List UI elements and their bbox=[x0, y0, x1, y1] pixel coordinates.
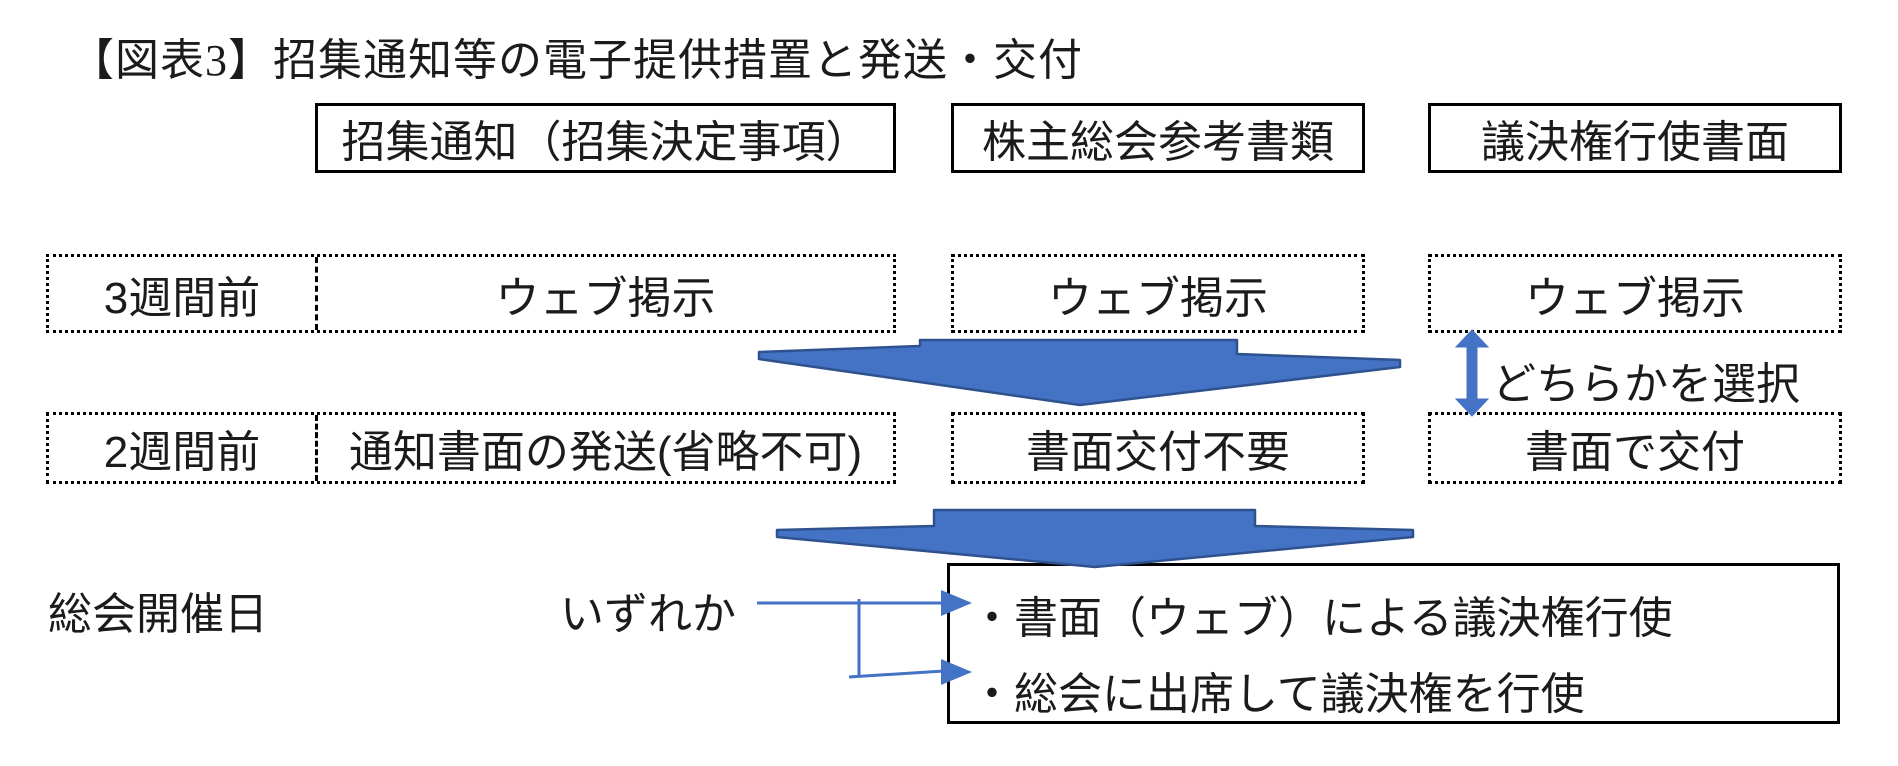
figure-title: 【図表3】招集通知等の電子提供措置と発送・交付 bbox=[70, 36, 1083, 85]
big-down-arrow-1 bbox=[757, 338, 1402, 407]
header-box-notice: 招集通知（招集決定事項） bbox=[315, 103, 896, 173]
row-week3-reference-text: ウェブ掲示 bbox=[1048, 273, 1268, 323]
row-week2-voting-cell: 書面で交付 bbox=[1428, 412, 1842, 484]
header-box-voting-form: 議決権行使書面 bbox=[1428, 103, 1842, 173]
voting-options-box: ・書面（ウェブ）による議決権行使 ・総会に出席して議決権を行使 bbox=[947, 563, 1840, 724]
row-week3-label: 3週間前 bbox=[103, 273, 261, 323]
row-week3-notice-cell: ウェブ掲示 bbox=[315, 257, 893, 330]
choose-either-label: どちらかを選択 bbox=[1492, 360, 1800, 409]
row-week2-voting-text: 書面で交付 bbox=[1525, 428, 1745, 477]
either-option-label: いずれか bbox=[560, 590, 736, 639]
row-week3-voting-cell: ウェブ掲示 bbox=[1428, 254, 1842, 333]
header-box-reference-docs: 株主総会参考書類 bbox=[951, 103, 1365, 173]
connector-lines bbox=[757, 590, 972, 685]
row-week3-notice-group: 3週間前 ウェブ掲示 bbox=[46, 254, 896, 333]
voting-option-2: ・総会に出席して議決権を行使 bbox=[970, 670, 1585, 719]
connector-h2 bbox=[848, 669, 945, 679]
row-week3-reference-cell: ウェブ掲示 bbox=[951, 254, 1365, 333]
row-week2-label: 2週間前 bbox=[103, 428, 261, 477]
row-week2-notice-cell: 通知書面の発送(省略不可) bbox=[315, 415, 893, 481]
big-down-arrow-2 bbox=[775, 508, 1415, 569]
row-week2-reference-text: 書面交付不要 bbox=[1026, 428, 1290, 477]
row-week2-reference-cell: 書面交付不要 bbox=[951, 412, 1365, 484]
row-week2-notice-group: 2週間前 通知書面の発送(省略不可) bbox=[46, 412, 896, 484]
voting-option-1: ・書面（ウェブ）による議決権行使 bbox=[970, 594, 1673, 643]
meeting-day-label: 総会開催日 bbox=[48, 590, 268, 639]
double-headed-arrow bbox=[1454, 329, 1490, 417]
row-week3-voting-text: ウェブ掲示 bbox=[1525, 273, 1745, 323]
